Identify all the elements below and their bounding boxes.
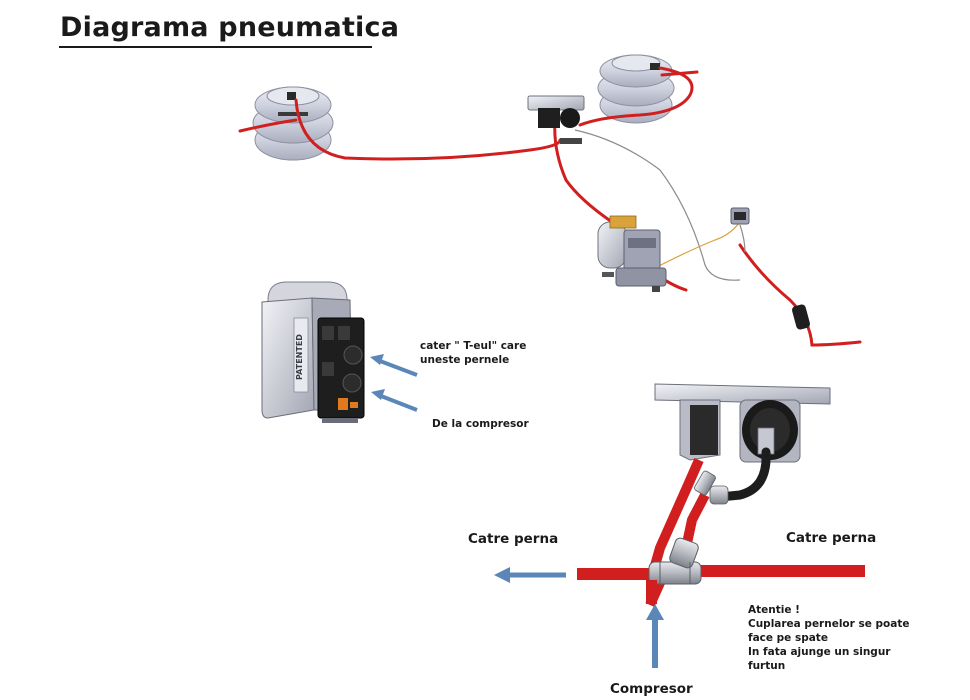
note-line-3: face pe spate <box>748 632 828 644</box>
main-hose-left <box>577 568 649 580</box>
warning-note: Atentie ! Cuplarea pernelor se poate fac… <box>748 603 909 673</box>
note-line-5: furtun <box>748 660 786 672</box>
top-valve-block <box>527 95 585 144</box>
arrow-from-compressor <box>371 389 418 412</box>
label-from-compressor: De la compresor <box>432 418 529 430</box>
label-to-tee-line1: cater " T-eul" care <box>420 340 527 352</box>
black-hose <box>715 447 771 502</box>
label-to-tee-line2: uneste pernele <box>420 354 510 366</box>
top-wires <box>574 129 746 281</box>
label-to-bag-right: Catre perna <box>786 530 877 546</box>
title-underline <box>59 46 372 48</box>
relay-unit <box>730 207 750 225</box>
page-title: Diagrama pneumatica <box>60 12 400 43</box>
tee-valve-bracket <box>654 383 831 463</box>
compressor-unit <box>597 215 667 292</box>
air-bag-left <box>252 86 334 161</box>
main-hose-right <box>700 565 865 577</box>
elbow-fitting <box>694 470 729 505</box>
label-to-bag-left: Catre perna <box>468 531 559 547</box>
arrow-left-to-bag <box>494 567 566 583</box>
arrow-to-tee <box>370 354 418 377</box>
svg-text:PATENTED: PATENTED <box>295 334 304 380</box>
note-line-1: Atentie ! <box>748 604 800 616</box>
tee-fitting <box>648 537 702 585</box>
label-compressor: Compresor <box>610 681 693 697</box>
valve-unit: PATENTED <box>261 281 365 423</box>
fuse-holder <box>792 304 810 330</box>
note-line-4: In fata ajunge un singur <box>748 646 891 658</box>
note-line-2: Cuplarea pernelor se poate <box>748 618 910 630</box>
arrow-up-from-compressor <box>646 604 664 668</box>
compressor-hose <box>646 580 657 604</box>
air-bag-right <box>597 54 675 124</box>
